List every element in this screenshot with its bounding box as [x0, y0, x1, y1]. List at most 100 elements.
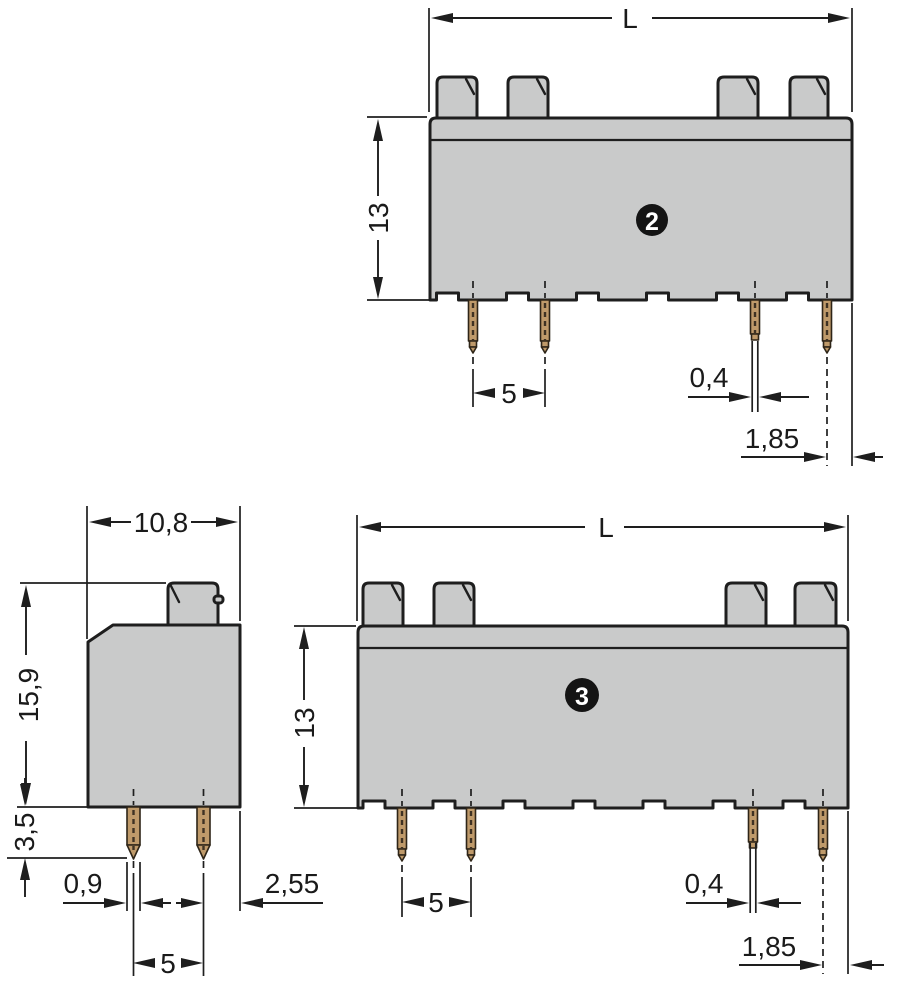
front-view-bottom: L	[289, 512, 884, 974]
label-pin-thickness: 0,4	[685, 868, 724, 899]
label-edge-offset-side: 2,55	[265, 868, 320, 899]
pin	[821, 299, 833, 354]
tab	[716, 75, 760, 120]
arrow-left-icon	[402, 897, 424, 907]
arrow-up-icon	[373, 119, 383, 141]
pin-centerlines-top	[132, 789, 205, 805]
arrow-left-icon	[133, 958, 155, 968]
arrow-up-icon	[21, 585, 31, 607]
side-view: 10,8 15,9	[7, 506, 323, 979]
tab-notch-line	[823, 583, 835, 602]
tab-notch-line	[753, 583, 765, 602]
tab	[435, 75, 479, 120]
arrow-right-icon	[181, 898, 203, 908]
pin-dimensioned	[749, 299, 761, 341]
dim-edge-offset: 1,85	[741, 303, 883, 466]
arrow-right-icon	[729, 392, 751, 402]
length-extension-lines	[428, 8, 853, 112]
label-pin-width: 0,9	[64, 868, 103, 899]
length-extension-lines	[356, 515, 849, 621]
arrow-right-icon	[828, 13, 850, 23]
pin	[817, 807, 829, 862]
dim-pin-width: 0,9	[63, 862, 171, 911]
arrow-right-icon	[104, 898, 126, 908]
pin	[196, 806, 211, 860]
pin	[465, 807, 477, 862]
height-extension-lines	[367, 116, 429, 301]
arrow-left-icon	[757, 898, 779, 908]
pin	[539, 299, 551, 354]
tab-side	[166, 581, 220, 627]
dim-pin-thickness: 0,4	[685, 843, 801, 913]
arrow-left-icon	[853, 452, 875, 462]
label-pitch: 5	[501, 378, 517, 409]
arrow-right-icon	[216, 517, 238, 527]
pitch-centerline-dashes	[132, 861, 205, 880]
arrow-left-icon	[141, 898, 163, 908]
label-pin-length: 3,5	[9, 813, 40, 852]
tab	[506, 75, 550, 120]
tab-lip	[212, 594, 225, 605]
arrow-right-icon	[824, 522, 846, 532]
dim-height: 13	[289, 625, 357, 809]
arrow-left-icon	[241, 898, 263, 908]
arrow-down-icon	[20, 784, 30, 806]
dim-pin-length: 3,5	[7, 778, 127, 897]
pin-width-extension-lines	[126, 862, 141, 911]
marker-circle-icon	[636, 204, 668, 236]
dim-pitch: 5	[472, 357, 546, 409]
arrow-left-icon	[89, 517, 111, 527]
tab-notch-line	[464, 77, 476, 96]
tab	[432, 581, 476, 628]
solder-pins	[467, 299, 833, 354]
arrow-left-icon	[431, 13, 453, 23]
variant-marker-2: 2	[636, 204, 668, 236]
dim-total-height: 15,9	[13, 582, 166, 808]
tab	[724, 581, 768, 628]
total-height-extension-lines	[17, 582, 166, 808]
dim-length: L	[359, 512, 846, 543]
dim-edge-offset: 1,85	[739, 811, 884, 974]
pin	[126, 806, 141, 860]
tab-notch-line	[461, 583, 473, 602]
dim-height: 13	[363, 116, 429, 301]
height-extension-lines	[294, 625, 357, 809]
arrow-right-icon	[523, 388, 545, 398]
front-view-top: L	[363, 3, 883, 466]
arrow-left-icon	[759, 392, 781, 402]
label-height: 13	[289, 707, 320, 738]
label-pin-thickness: 0,4	[690, 362, 729, 393]
variant-marker-3: 3	[565, 678, 599, 712]
pitch-extension-lines	[401, 879, 472, 917]
tab	[788, 75, 830, 120]
marker-circle-icon	[565, 678, 599, 712]
dim-pitch: 5	[401, 865, 472, 918]
marker-number: 3	[575, 683, 589, 711]
arrow-up-icon	[299, 627, 309, 649]
pin	[396, 807, 408, 862]
arrow-right-icon	[804, 452, 826, 462]
label-pitch-side: 5	[160, 948, 176, 979]
dim-length: L	[431, 3, 850, 34]
solder-pins	[396, 807, 829, 862]
tab-notch-line	[815, 77, 827, 96]
tab-notch-line	[745, 77, 757, 96]
arrow-right-icon	[181, 958, 203, 968]
pitch-extension-lines	[132, 880, 205, 976]
pin-thickness-extension-lines	[751, 341, 759, 412]
arrow-left-icon	[850, 960, 872, 970]
clamp-tabs	[361, 581, 838, 628]
tab-notch-line	[390, 583, 402, 602]
dim-width: 10,8	[86, 506, 241, 639]
arrow-left-icon	[359, 522, 381, 532]
arrow-right-icon	[800, 960, 822, 970]
width-extension-lines	[86, 506, 241, 639]
housing-body	[356, 624, 850, 810]
arrow-down-icon	[299, 785, 309, 807]
arrow-left-icon	[473, 388, 495, 398]
label-height: 13	[363, 202, 394, 233]
label-length: L	[622, 3, 638, 34]
clamp-tabs	[435, 75, 830, 120]
